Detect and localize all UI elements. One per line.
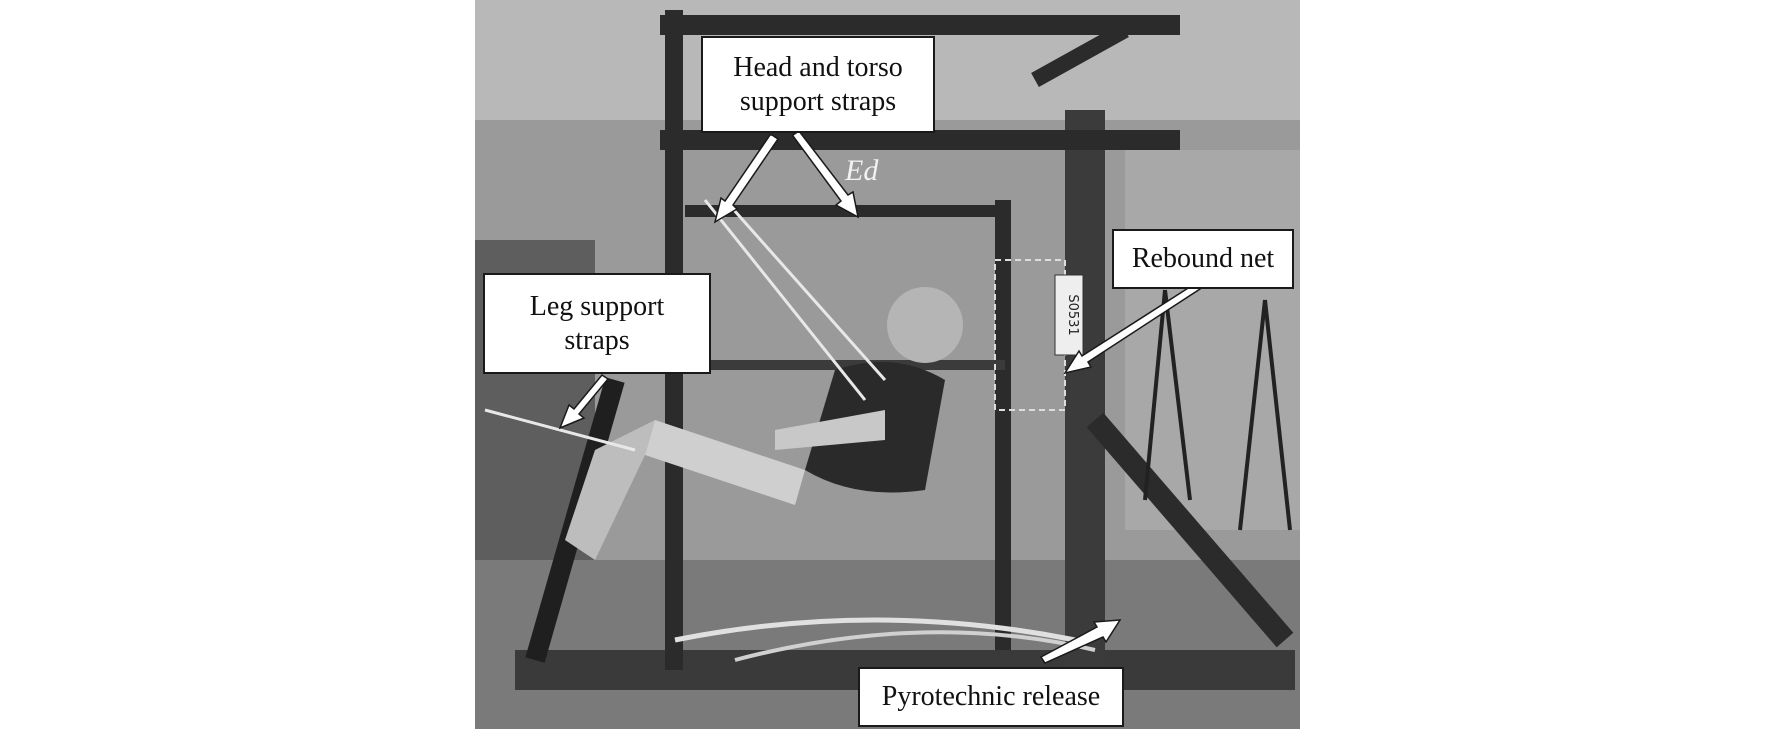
head-torso-line2: support straps [739, 85, 897, 117]
plate-label: S0531 [1065, 294, 1080, 335]
head-torso-line1: Head and torso [733, 51, 903, 83]
rebound-net-label: Rebound net [1112, 229, 1294, 289]
pyrotechnic-line1: Pyrotechnic release [881, 681, 1101, 713]
head-torso-straps-label: Head and torso support straps [701, 36, 935, 133]
leg-support-line2: straps [564, 324, 630, 356]
leg-support-line1: Leg support [529, 290, 665, 322]
leg-support-straps-label: Leg support straps [483, 273, 711, 374]
pyrotechnic-release-label: Pyrotechnic release [858, 667, 1124, 727]
wall-sign-text: Ed [844, 154, 879, 187]
rebound-net-line1: Rebound net [1131, 243, 1275, 275]
